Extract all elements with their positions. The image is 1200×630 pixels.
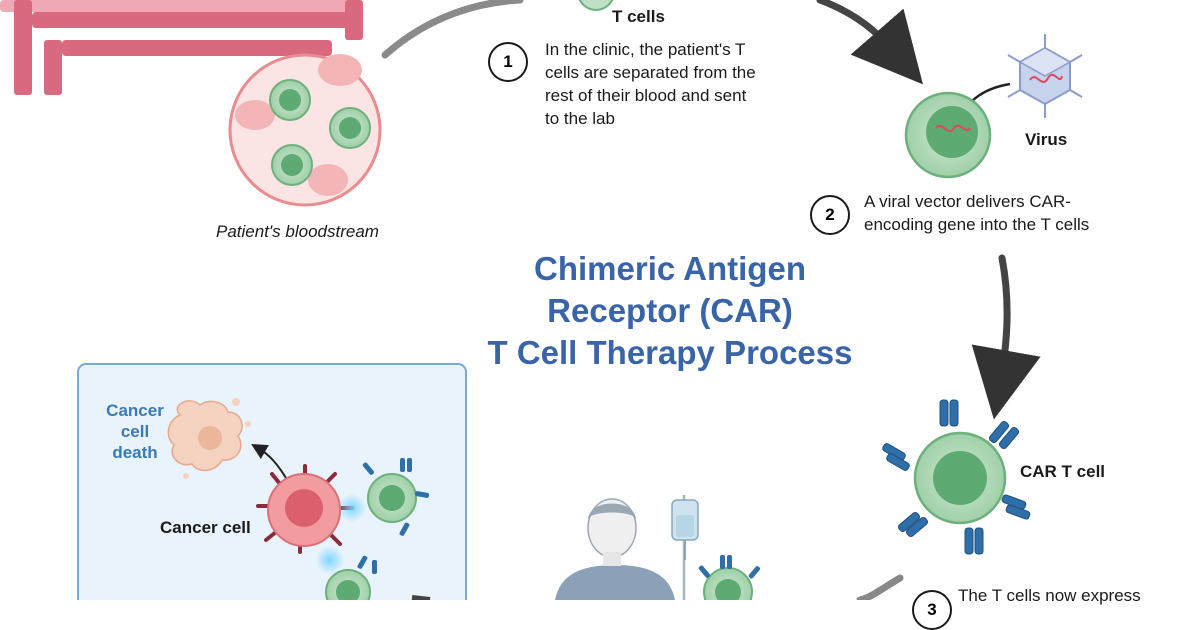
cancer-cell-death-label: Cancer cell death (106, 401, 164, 462)
cycle-arrow-2 (816, 0, 923, 85)
step-1-badge: 1 (488, 42, 528, 82)
diagram-canvas (0, 0, 1083, 600)
car-t-cell-attack-icon-1 (362, 458, 430, 536)
iv-bag-icon (671, 495, 699, 600)
bloodstream-icon (228, 53, 382, 207)
cycle-arrow-1 (381, 0, 524, 59)
patient-icon (555, 498, 675, 600)
virus-label: Virus (1025, 130, 1068, 149)
cancer-cell-label: Cancer cell (160, 518, 251, 537)
hospital-bed-icon (0, 0, 363, 95)
synapse-glow-1 (338, 494, 366, 522)
virus-icon (1007, 34, 1083, 118)
cycle-arrow-3 (971, 254, 1041, 420)
car-t-cell-infusion-icon (698, 555, 760, 600)
step-3-badge: 3 (912, 590, 952, 630)
car-t-cell-attack-icon-2 (325, 555, 377, 600)
step-1-text: In the clinic, the patient's T cells are… (545, 40, 756, 128)
cycle-arrow-4 (856, 574, 904, 600)
step-3-text: The T cells now express (958, 586, 1141, 605)
t-cell-top-icon (578, 0, 614, 11)
transduced-t-cell-icon (904, 91, 992, 179)
car-t-cell-label: CAR T cell (1020, 462, 1106, 481)
step-2-badge: 2 (810, 195, 850, 235)
car-t-cell-icon (882, 399, 1031, 555)
page-title: Chimeric Antigen Receptor (CAR) T Cell T… (487, 250, 853, 371)
t-cells-label: T cells (612, 7, 665, 26)
patients-bloodstream-label: Patient's bloodstream (216, 222, 379, 241)
cancer-cell-death-icon (167, 398, 251, 479)
step-2-text: A viral vector delivers CAR- encoding ge… (864, 192, 1090, 234)
death-arrow (251, 443, 287, 479)
synapse-glow-2 (316, 546, 344, 574)
cancer-cell-icon (256, 464, 354, 554)
